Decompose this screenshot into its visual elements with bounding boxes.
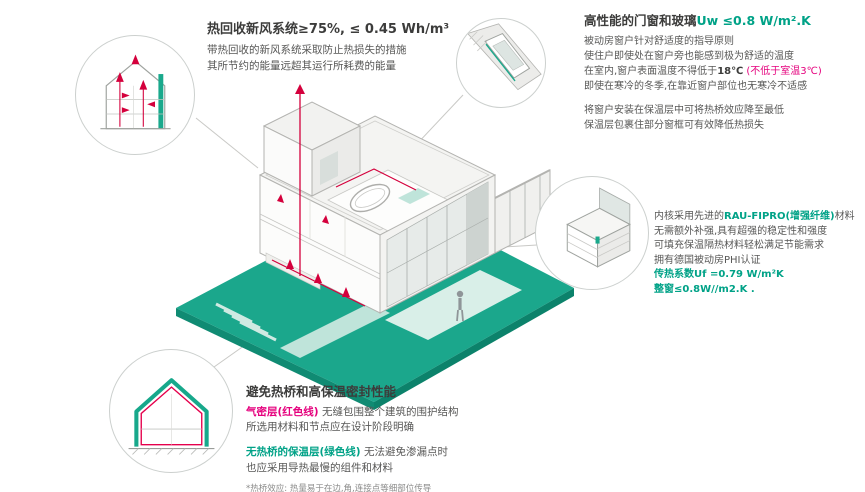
thermal-line-2: 所选用材料和节点应在设计阶段明确 (246, 421, 414, 434)
windows-line-3-temp: 18℃ (717, 65, 744, 77)
profile-line-1: 内核采用先进的RAU-FIPRO(增强纤维)材料 (654, 210, 862, 225)
thermal-callout: 避免热桥和高保温密封性能 气密层(红色线) 无缝包围整个建筑的围护结构 所选用材… (246, 384, 532, 492)
windows-line-3-pre: 在室内,窗户表面温度不得低于 (584, 65, 718, 77)
windows-callout: 高性能的门窗和玻璃Uw ≤0.8 W/m².K 被动房窗户针对舒适度的指导原则 … (584, 13, 860, 133)
thermal-line-1: 气密层(红色线) 无缝包围整个建筑的围护结构 (246, 405, 532, 421)
masonry-hatch (468, 30, 487, 51)
airflow-arrows (115, 54, 155, 113)
insulation-layer-label: 无热桥的保温层(绿色线) (246, 446, 361, 459)
profile-uf-value: 传热系数Uf =0.79 W/m²K (654, 269, 784, 280)
window-corner-illustration (466, 22, 542, 90)
thermal-envelope-circle (109, 349, 233, 473)
gasket (595, 236, 600, 244)
windows-line-2: 使住户即使处在窗户旁也能感到极为舒适的温度 (584, 50, 794, 62)
ventilation-detail-circle (75, 35, 195, 155)
profile-line-1-pre: 内核采用先进的 (654, 211, 724, 222)
insulation-layer-line (133, 377, 209, 447)
windows-title-uvalue: Uw ≤0.8 W/m².K (696, 13, 811, 28)
thermal-line-4: 也应采用导热最慢的组件和材料 (246, 461, 393, 474)
airtight-layer-label: 气密层(红色线) (246, 405, 319, 418)
frame-profile-illustration (565, 186, 631, 268)
ventilation-callout: 热回收新风系统≥75%, ≤ 0.45 Wh/m³ 带热回收的新风系统采取防止热… (207, 22, 459, 75)
glass-facade (379, 174, 496, 314)
ventilation-arrows (277, 84, 350, 297)
ground-hatch (131, 447, 209, 455)
frame-profile-circle (535, 176, 649, 290)
garden-stairs (215, 302, 277, 342)
windows-line-6: 保温层包裹住部分窗框可有效降低热损失 (584, 119, 764, 131)
insulation-seal-line (485, 43, 516, 81)
windows-line-3-note: (不低于室温3℃) (743, 65, 822, 77)
profile-material-name: RAU-FIPRO(增强纤维) (724, 211, 835, 222)
ventilation-line-2: 其所节约的能量远超其运行所耗费的能量 (207, 60, 396, 72)
window-corner-circle (456, 18, 546, 108)
human-figure (456, 290, 464, 322)
ventilation-line-1: 带热回收的新风系统采取防止热损失的措施 (207, 44, 407, 57)
chamber-lines (566, 231, 630, 258)
thermal-line-3: 无热桥的保温层(绿色线) 无法避免渗漏点时 (246, 445, 532, 461)
windows-line-4: 即使在寒冷的冬季,在靠近窗户部位也无寒冷不适感 (584, 80, 808, 92)
thermal-title: 避免热桥和高保温密封性能 (246, 384, 397, 399)
thermal-envelope-illustration (128, 377, 214, 455)
ventilation-title: 热回收新风系统≥75%, ≤ 0.45 Wh/m³ (207, 22, 450, 37)
windows-title-text: 高性能的门窗和玻璃 (584, 13, 697, 28)
thermal-line-3-rest: 无法避免渗漏点时 (360, 446, 448, 459)
profile-line-4: 拥有德国被动房PHI认证 (654, 254, 761, 266)
house-illustration (176, 84, 574, 410)
profile-line-2: 无需额外补强,具有超强的稳定性和强度 (654, 225, 828, 237)
windows-line-1: 被动房窗户针对舒适度的指导原则 (584, 35, 734, 47)
windows-line-3: 在室内,窗户表面温度不得低于18℃ (不低于室温3℃) (584, 64, 860, 79)
thermal-line-1-rest: 无缝包围整个建筑的围护结构 (318, 405, 459, 418)
heat-exchanger-duct (157, 73, 163, 129)
profile-uw-value: 整窗≤0.8W//m2.K . (654, 283, 755, 295)
air-risers (118, 79, 144, 127)
profile-line-1-post: 材料 (834, 211, 855, 222)
profile-callout: 内核采用先进的RAU-FIPRO(增强纤维)材料 无需额外补强,具有超强的稳定性… (654, 210, 862, 297)
airtight-layer-line (140, 385, 202, 445)
thermal-footnote: *热桥效应: 热量易于在边,角,连接点等细部位传导 (246, 483, 432, 492)
right-annex (494, 169, 551, 254)
bathtub (349, 183, 391, 213)
ventilation-section-illustration (99, 54, 171, 129)
windows-line-5: 将窗户安装在保温层中可将热桥效应降至最低 (584, 104, 784, 116)
profile-line-3: 可填充保温隔热材料轻松满足节能需求 (654, 240, 824, 251)
windows-title: 高性能的门窗和玻璃Uw ≤0.8 W/m².K (584, 13, 860, 29)
